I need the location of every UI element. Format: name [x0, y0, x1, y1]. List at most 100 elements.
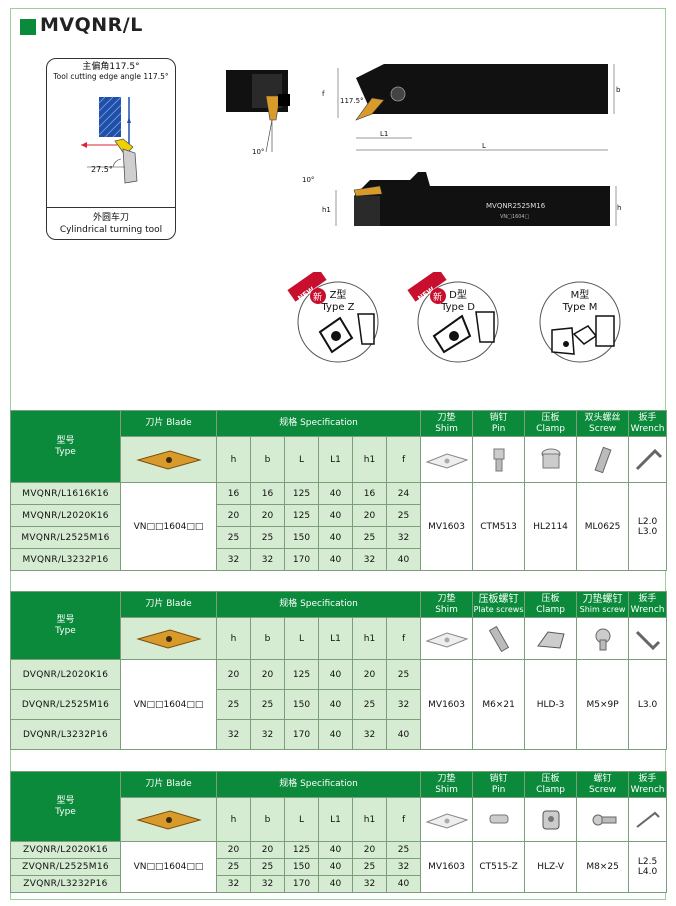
col-L: L [284, 436, 319, 483]
col-h1: h1 [352, 436, 387, 483]
col-spec-header: 规格 Specification [215, 771, 422, 798]
val-h1: 32 [352, 548, 387, 571]
type-m-badge [539, 281, 621, 363]
val-h1: 25 [352, 526, 387, 549]
type-en: Type [55, 625, 76, 636]
col-blade-header: 刀片 Blade [120, 771, 217, 798]
diagram-angle-label: 27.5° [91, 165, 113, 174]
type-z-label: Z型 Type Z [303, 290, 373, 314]
wrench-en: Wrench [630, 604, 665, 615]
screw-icon [592, 814, 617, 825]
type-z-badge: NEW 新 [287, 272, 379, 363]
col-spec-header: 规格 Specification [215, 410, 422, 437]
val-h: 16 [216, 482, 251, 505]
val-h: 25 [216, 858, 251, 876]
val-b: 25 [250, 858, 285, 876]
col-f: f [385, 436, 422, 483]
col-b: b [250, 436, 285, 483]
val-L: 150 [284, 858, 319, 876]
val-L: 125 [284, 841, 319, 859]
clamp-en: Clamp [536, 784, 565, 795]
val-h: 32 [216, 875, 251, 893]
val-f: 32 [385, 689, 422, 720]
shim-en: Shim [435, 784, 458, 795]
screw-icon [594, 446, 612, 473]
val-h: 20 [216, 504, 251, 527]
cutting-angle-diagram: 主偏角117.5° Tool cutting edge angle 117.5°… [46, 58, 176, 240]
shim-en: Shim [435, 604, 458, 615]
type-cn: 型号 [56, 795, 75, 806]
val-h1: 32 [352, 719, 387, 750]
model-cell: ZVQNR/L3232P16 [10, 875, 121, 893]
clamp-icon [541, 448, 561, 468]
diagram-header: 主偏角117.5° Tool cutting edge angle 117.5° [47, 59, 175, 82]
screw-value: ML0625 [576, 482, 630, 571]
shim-image [420, 617, 474, 660]
clamp-icon [536, 630, 565, 649]
screw-value: M8×25 [576, 841, 630, 893]
shim-value: MV1603 [420, 482, 474, 571]
wrench-cn: 扳手 [638, 593, 657, 604]
diagram-head-cn: 主偏角117.5° [82, 62, 140, 72]
wrench-value-2: L3.0 [637, 526, 658, 537]
wrench-icon [635, 448, 662, 470]
type-z-new-cn: 新 [313, 291, 322, 303]
side-view-h1: h1 [322, 206, 331, 214]
shim-image [420, 797, 474, 842]
pin-cn: 销钉 [489, 773, 508, 784]
val-f: 25 [385, 659, 422, 690]
screw-image [576, 436, 630, 483]
val-f: 40 [385, 548, 422, 571]
wrench-image [628, 617, 668, 660]
diagram-head-en: Tool cutting edge angle 117.5° [53, 72, 169, 81]
model-cell: ZVQNR/L2525M16 [10, 858, 121, 876]
plate-screw-icon [488, 625, 509, 652]
blade-insert-image [120, 617, 217, 660]
val-L1: 40 [318, 719, 353, 750]
val-f: 32 [385, 526, 422, 549]
val-h: 25 [216, 526, 251, 549]
val-f: 40 [385, 719, 422, 750]
type-en: Type [55, 446, 76, 457]
tool-drawing-top-view: f 117.5° b L1 L [322, 64, 621, 151]
val-L: 125 [284, 659, 319, 690]
blade-insert-image [120, 797, 217, 842]
pin-image [472, 797, 526, 842]
top-view-b: b [616, 86, 621, 94]
shim-screw-en: Shim screw [579, 604, 626, 614]
model-cell: DVQNR/L3232P16 [10, 719, 121, 750]
tool-drawing-side-view: MVQNR2525M16 VN□1604□ 10° h1 h [302, 172, 621, 226]
diagram-foot-cn: 外圆车刀 [92, 213, 129, 223]
type-m-cn: M型 [570, 290, 590, 301]
val-b: 32 [250, 548, 285, 571]
plate-screw-en: Plate screws [473, 604, 524, 614]
col-b: b [250, 617, 285, 660]
clamp-image [524, 797, 578, 842]
type-d-label: D型 Type D [423, 290, 493, 314]
val-b: 25 [250, 689, 285, 720]
val-b: 20 [250, 841, 285, 859]
val-h: 32 [216, 719, 251, 750]
screw-en: Screw [589, 423, 617, 434]
insert-icon [135, 628, 202, 649]
col-type-header: 型号 Type [10, 410, 121, 483]
col-h1: h1 [352, 617, 387, 660]
val-L: 170 [284, 719, 319, 750]
clamp-value: HL2114 [524, 482, 578, 571]
wrench-image [628, 436, 668, 483]
val-L: 150 [284, 689, 319, 720]
screw-en: Screw [589, 784, 617, 795]
val-b: 20 [250, 504, 285, 527]
pin-cn: 销钉 [489, 412, 508, 423]
col-type-header: 型号 Type [10, 771, 121, 842]
type-d-new-cn: 新 [433, 291, 442, 303]
diagram-foot-en: Cylindrical turning tool [59, 225, 163, 235]
wrench-value-2: L4.0 [637, 867, 658, 877]
val-L1: 40 [318, 548, 353, 571]
val-f: 40 [385, 875, 422, 893]
